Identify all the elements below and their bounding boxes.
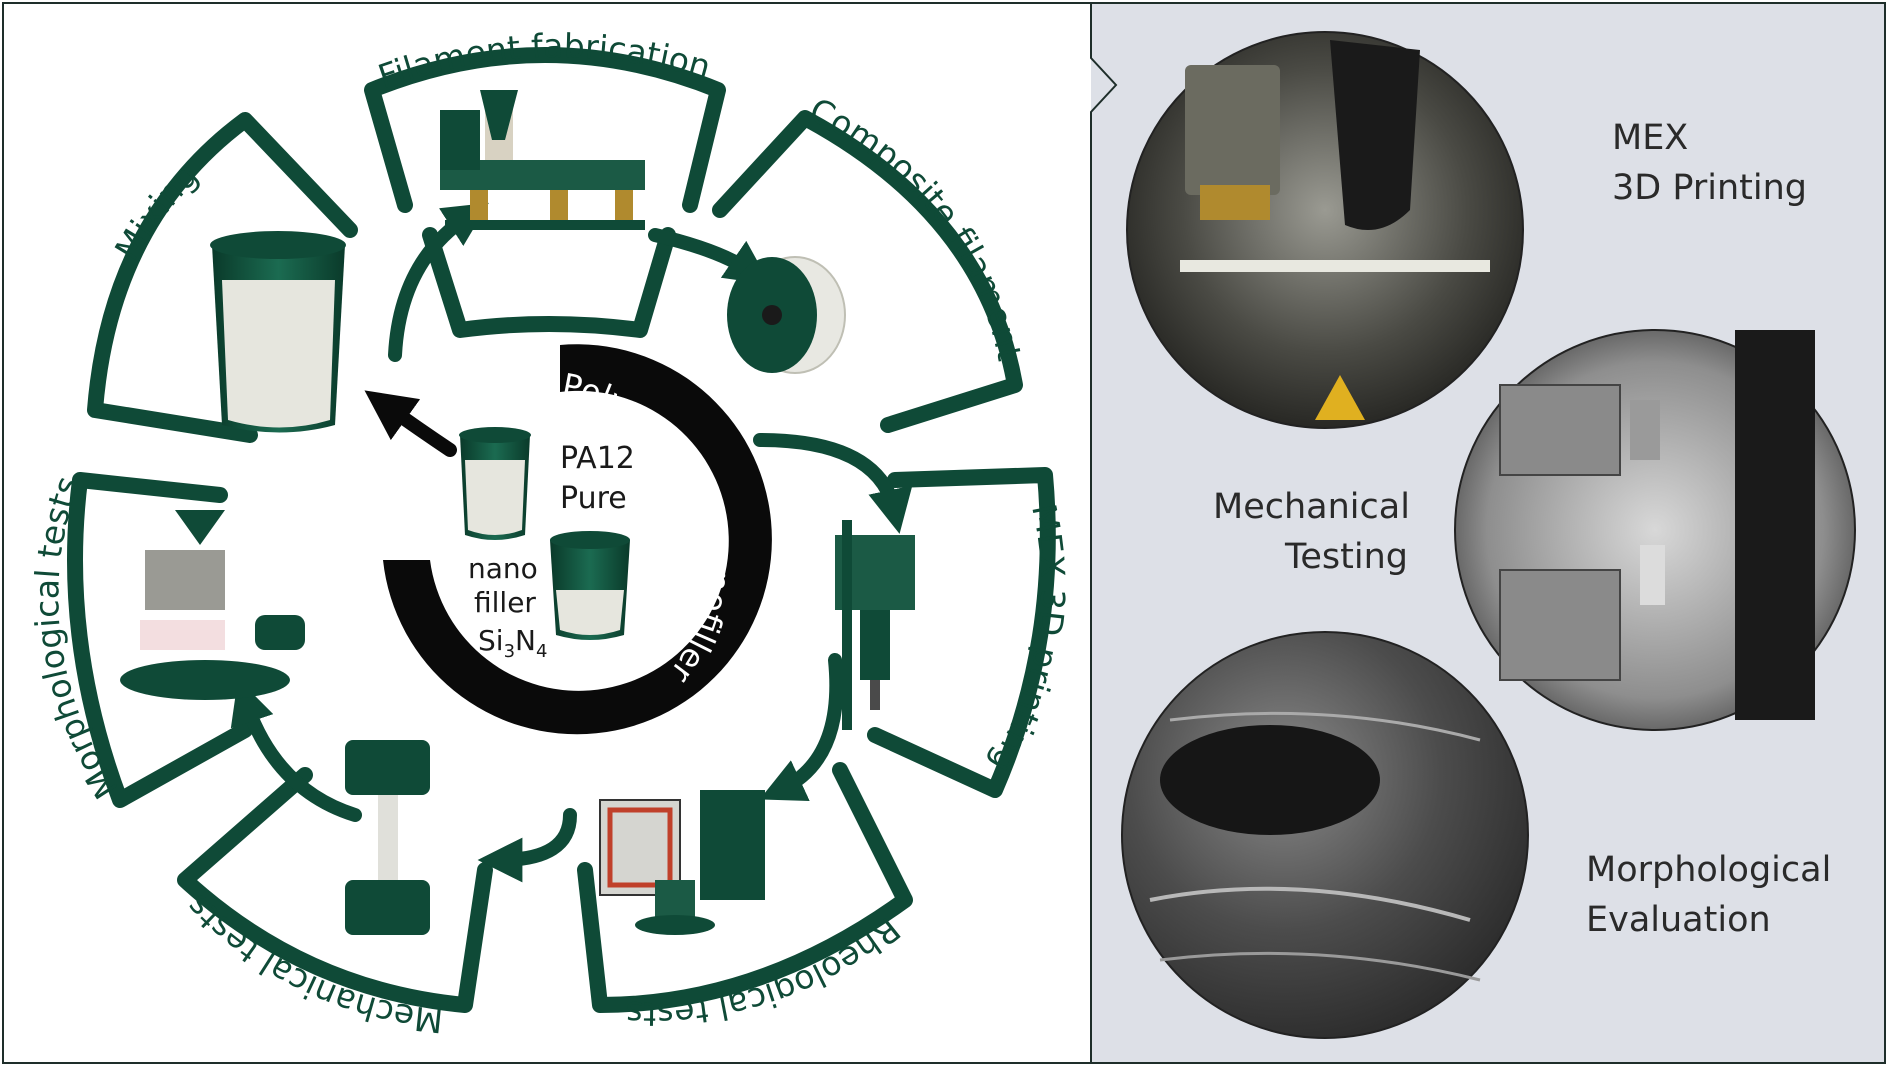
mechanical-testing-caption-line1: Mechanical bbox=[1213, 487, 1410, 527]
frame-morphological-tests bbox=[67, 472, 253, 808]
arrow-mechanical-to-morphological bbox=[230, 678, 362, 822]
pure-label: Pure bbox=[560, 481, 627, 516]
frame-rheological-tests bbox=[577, 762, 913, 1013]
mechanical-testing-caption: Mechanical Testing bbox=[1213, 482, 1410, 582]
arrow-hub-to-mixing bbox=[364, 390, 457, 457]
pa12-label: PA12 bbox=[560, 441, 635, 476]
mechanical-testing-caption-line2: Testing bbox=[1284, 537, 1408, 577]
nano-label: nano bbox=[468, 552, 538, 585]
morphological-evaluation-caption-line2: Evaluation bbox=[1586, 900, 1771, 940]
filler-label: filler bbox=[474, 586, 536, 619]
morphological-evaluation-caption-line1: Morphological bbox=[1586, 850, 1832, 890]
frame-composite-filament bbox=[712, 110, 1023, 433]
tensile-grips-illustration bbox=[345, 740, 430, 935]
morphological-evaluation-photo bbox=[1121, 631, 1529, 1039]
arrow-fabrication-to-composite bbox=[648, 228, 771, 285]
mex-printing-caption-line1: MEX bbox=[1612, 118, 1689, 158]
mechanical-testing-photo bbox=[1454, 329, 1856, 731]
mixing-beaker-illustration bbox=[210, 231, 346, 433]
frame-mixing bbox=[87, 112, 358, 443]
nanofiller-beaker bbox=[550, 531, 630, 640]
printhead-illustration bbox=[835, 520, 915, 730]
frame-filament-fabrication bbox=[364, 47, 726, 213]
mex-printing-caption-line2: 3D Printing bbox=[1612, 168, 1807, 208]
mex-printing-caption: MEX 3D Printing bbox=[1612, 113, 1807, 213]
si3n4-formula: Si3N4 bbox=[478, 624, 547, 662]
morphological-evaluation-caption: Morphological Evaluation bbox=[1586, 845, 1831, 945]
frame-mechanical-tests bbox=[177, 767, 493, 1013]
frame-mex-printing bbox=[867, 467, 1056, 798]
mex-printing-photo bbox=[1126, 31, 1524, 429]
arrow-printing-to-rheological bbox=[759, 653, 844, 801]
arrow-rheological-to-mechanical bbox=[477, 808, 577, 883]
rheometer-illustration bbox=[599, 790, 765, 935]
arrow-composite-to-printing bbox=[753, 433, 913, 534]
spool-illustration bbox=[727, 256, 846, 374]
extruder-illustration bbox=[440, 90, 645, 230]
panel-divider bbox=[1090, 2, 1118, 1064]
sem-illustration bbox=[120, 510, 305, 700]
pa12-beaker bbox=[459, 427, 531, 540]
frame-filament-fabrication-base bbox=[422, 227, 676, 338]
